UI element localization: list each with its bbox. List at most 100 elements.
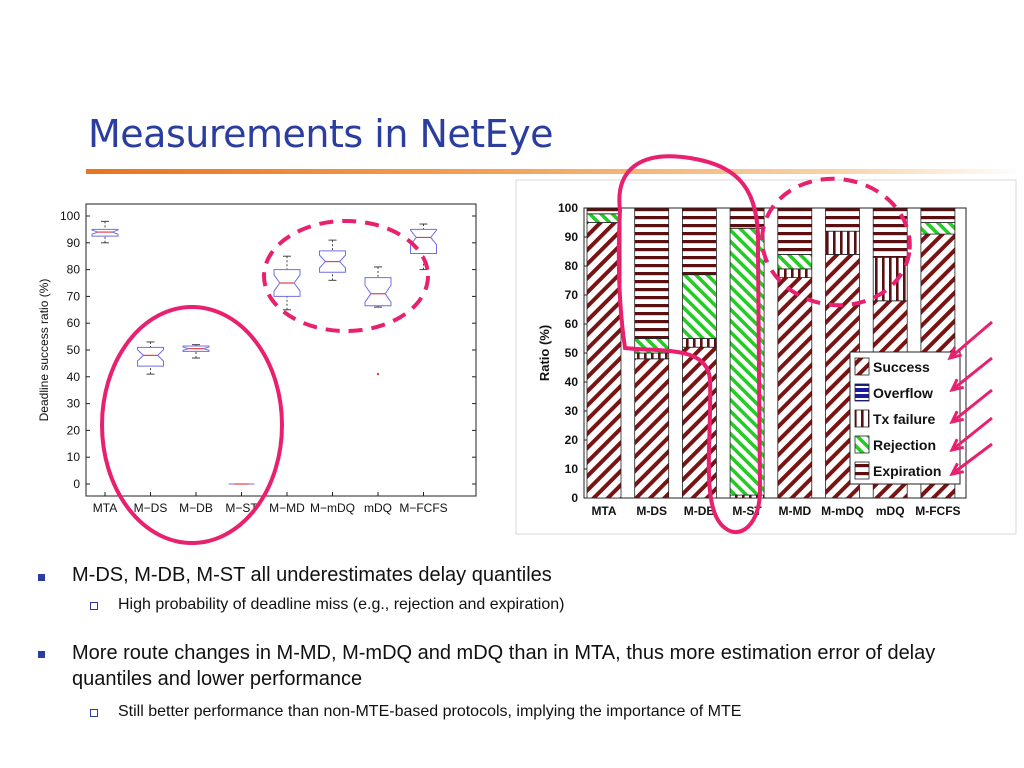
x-tick-label: M−mDQ [310, 501, 355, 515]
slide-title: Measurements in NetEye [88, 112, 554, 156]
bar-segment-rejection [586, 213, 622, 223]
y-tick-label: 30 [67, 397, 81, 411]
bullet-1: M-DS, M-DB, M-ST all underestimates dela… [72, 564, 552, 586]
bar-segment-tx-failure [825, 230, 860, 255]
bar-segment-expiration [586, 207, 622, 215]
bar-segment-expiration [777, 207, 813, 255]
y-tick-label: 20 [67, 423, 81, 437]
sub-bullet-marker [90, 602, 98, 610]
y-tick-label: 70 [565, 288, 579, 302]
y-tick-label: 70 [67, 289, 81, 303]
x-tick-label: MTA [591, 504, 616, 518]
bar-segment-rejection [777, 253, 813, 270]
legend-label: Overflow [873, 385, 933, 401]
bar-segment-success [586, 222, 622, 499]
y-tick-label: 60 [565, 317, 579, 331]
box-body [91, 228, 119, 237]
x-tick-label: M−DS [134, 501, 168, 515]
bar-segment-tx-failure [634, 352, 670, 360]
x-tick-label: M-MD [778, 504, 811, 518]
sub-bullet-2: Still better performance than non-MTE-ba… [118, 703, 742, 720]
legend-label: Success [873, 359, 930, 375]
box-2 [182, 344, 210, 359]
legend-swatch [854, 461, 870, 480]
y-tick-label: 60 [67, 316, 81, 330]
x-tick-label: M-FCFS [915, 504, 960, 518]
legend-label: Rejection [873, 437, 936, 453]
x-tick-label: mDQ [364, 501, 392, 515]
box-6 [364, 266, 392, 376]
box-body [410, 228, 437, 255]
annotation-arrow [949, 388, 993, 425]
bar-segment-expiration [682, 207, 717, 276]
arrow-head [949, 378, 965, 393]
y-tick-label: 10 [67, 450, 81, 464]
box-body [137, 346, 164, 367]
x-tick-label: M-DS [636, 504, 667, 518]
bar-segment-expiration [634, 207, 670, 339]
arrow-shaft [949, 320, 993, 360]
box-4 [273, 255, 301, 311]
y-tick-label: 50 [67, 343, 81, 357]
arrow-shaft [951, 416, 993, 452]
y-tick-label: 90 [565, 230, 579, 244]
outlier [376, 372, 380, 376]
box-body [319, 250, 346, 273]
bullet-marker [38, 574, 45, 581]
highlight-ellipse-dashed [262, 219, 430, 333]
sub-bullet-1: High probability of deadline miss (e.g.,… [118, 596, 565, 613]
arrow-head [947, 346, 962, 361]
bullet-2: More route changes in M-MD, M-mDQ and mD… [72, 642, 936, 690]
x-tick-label: M-mDQ [821, 504, 864, 518]
y-tick-label: 90 [67, 236, 81, 250]
annotation-arrow [949, 442, 993, 477]
annotation-layer [100, 154, 993, 545]
legend-swatch [854, 357, 870, 376]
bullet-marker [38, 651, 45, 658]
x-tick-label: M−DB [179, 501, 213, 515]
x-tick-label: MTA [93, 501, 117, 515]
bar-segment-success [777, 277, 813, 499]
y-axis-label: Deadline success ratio (%) [37, 279, 51, 422]
box-0 [91, 220, 119, 244]
bar-segment-tx-failure [777, 268, 813, 278]
box-5 [319, 239, 346, 281]
y-tick-label: 40 [67, 370, 81, 384]
highlight-loop [616, 154, 763, 535]
box-1 [137, 341, 164, 375]
bar-segment-expiration [920, 207, 956, 223]
y-tick-label: 30 [565, 404, 579, 418]
title-underline [86, 169, 1024, 174]
y-tick-label: 100 [558, 201, 578, 215]
x-tick-label: M−FCFS [399, 501, 447, 515]
arrow-shaft [951, 442, 993, 476]
annotation-arrow [949, 416, 993, 453]
y-tick-label: 0 [571, 491, 578, 505]
y-tick-label: 10 [565, 462, 579, 476]
highlight-ellipse [100, 305, 284, 545]
y-tick-label: 80 [565, 259, 579, 273]
box-body [364, 277, 392, 307]
legend-swatch [854, 435, 870, 454]
y-tick-label: 40 [565, 375, 579, 389]
box-body [273, 269, 301, 297]
y-tick-label: 100 [60, 209, 80, 223]
bar-segment-success [634, 358, 670, 499]
x-tick-label: M-DB [684, 504, 716, 518]
y-tick-label: 20 [565, 433, 579, 447]
arrow-head [949, 438, 965, 453]
x-tick-label: M−MD [269, 501, 305, 515]
bar-segment-tx-failure [682, 338, 717, 348]
arrow-head [949, 462, 965, 477]
bar-segment-rejection [920, 222, 956, 235]
x-tick-label: M−ST [225, 501, 258, 515]
bar-segment-rejection [682, 274, 717, 339]
bar-segment-expiration [825, 207, 860, 232]
arrow-shaft [951, 356, 993, 392]
y-tick-label: 50 [565, 346, 579, 360]
legend-label: Expiration [873, 463, 941, 479]
